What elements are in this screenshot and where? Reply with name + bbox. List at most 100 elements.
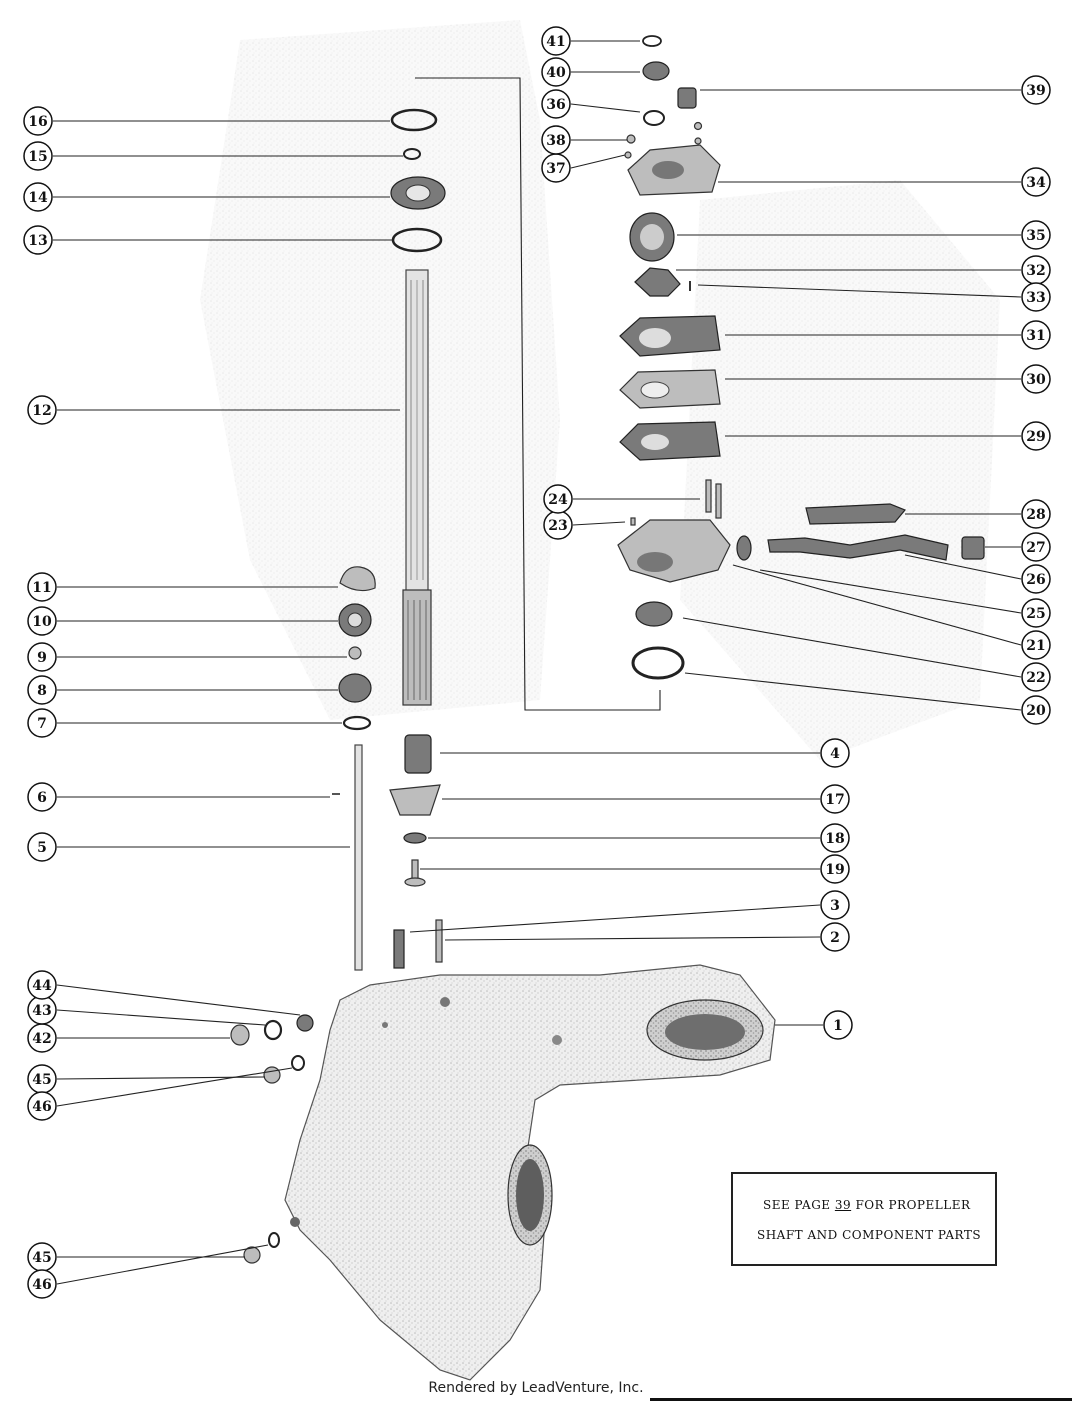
callout-number-6: 6 <box>37 790 47 806</box>
callout-number-27: 27 <box>1026 540 1045 556</box>
leader-line-36 <box>570 103 641 113</box>
callout-15: 15 <box>23 141 53 171</box>
callout-31: 31 <box>1021 320 1051 350</box>
callout-10: 10 <box>27 606 57 636</box>
callout-number-43: 43 <box>32 1003 51 1019</box>
leader-line-23 <box>572 521 626 526</box>
callout-circle-26 <box>1021 564 1051 594</box>
callout-number-45b: 45 <box>32 1250 51 1266</box>
callout-number-4: 4 <box>830 746 840 762</box>
drive-shaft <box>402 269 432 706</box>
callout-34: 34 <box>1021 167 1051 197</box>
shift-components <box>338 566 376 731</box>
callout-circle-12 <box>27 395 57 425</box>
leader-line-45 <box>56 1076 266 1080</box>
leader-line-33 <box>697 284 1022 298</box>
callout-36: 36 <box>541 89 571 119</box>
callout-41: 41 <box>541 26 571 56</box>
callout-number-10: 10 <box>32 614 52 630</box>
callout-circle-20 <box>1021 695 1051 725</box>
callout-30: 30 <box>1021 364 1051 394</box>
callout-3: 3 <box>820 890 850 920</box>
callout-number-35: 35 <box>1026 228 1045 244</box>
leader-line-44 <box>56 984 301 1016</box>
callout-number-33: 33 <box>1026 290 1045 306</box>
callout-number-18: 18 <box>825 831 844 847</box>
leader-line-2 <box>444 936 821 941</box>
callout-circle-6 <box>27 782 57 812</box>
callout-circle-9 <box>27 642 57 672</box>
callout-9: 9 <box>27 642 57 672</box>
callout-circle-16 <box>23 106 53 136</box>
callout-circle-35 <box>1021 220 1051 250</box>
callout-number-14: 14 <box>28 190 48 206</box>
callout-number-19: 19 <box>825 862 844 878</box>
leader-line-43 <box>56 1009 266 1026</box>
callout-circle-31 <box>1021 320 1051 350</box>
callout-layer: 1234567891011121314151617181920212223242… <box>23 26 1051 1299</box>
callout-39: 39 <box>1021 75 1051 105</box>
leader-line-25 <box>759 569 1022 614</box>
callout-number-26: 26 <box>1026 572 1045 588</box>
callout-number-37: 37 <box>546 161 565 177</box>
callout-number-44: 44 <box>32 978 52 994</box>
callout-circle-46b <box>27 1269 57 1299</box>
callout-1: 1 <box>823 1010 853 1040</box>
callout-number-42: 42 <box>32 1031 51 1047</box>
callout-circle-5 <box>27 832 57 862</box>
callout-14: 14 <box>23 182 53 212</box>
callout-circle-29 <box>1021 421 1051 451</box>
callout-number-46b: 46 <box>32 1277 51 1293</box>
callout-number-29: 29 <box>1026 429 1045 445</box>
callout-42: 42 <box>27 1023 57 1053</box>
upper-bearing-parts <box>390 108 446 253</box>
callout-number-36: 36 <box>546 97 565 113</box>
callout-circle-14 <box>23 182 53 212</box>
callout-35: 35 <box>1021 220 1051 250</box>
callout-circle-30 <box>1021 364 1051 394</box>
callout-number-25: 25 <box>1026 606 1045 622</box>
leader-line-3 <box>409 904 821 933</box>
callout-circle-27 <box>1021 532 1051 562</box>
callout-38: 38 <box>541 125 571 155</box>
callout-circle-34 <box>1021 167 1051 197</box>
callout-17: 17 <box>820 784 850 814</box>
callout-circle-28 <box>1021 499 1051 529</box>
callout-43: 43 <box>27 995 57 1025</box>
callout-number-9: 9 <box>37 650 47 666</box>
callout-5: 5 <box>27 832 57 862</box>
note-line-2: SHAFT AND COMPONENT PARTS <box>757 1228 982 1242</box>
callout-13: 13 <box>23 225 53 255</box>
callout-circle-10 <box>27 606 57 636</box>
callout-27: 27 <box>1021 532 1051 562</box>
callout-29: 29 <box>1021 421 1051 451</box>
callout-circle-17 <box>820 784 850 814</box>
callout-circle-40 <box>541 57 571 87</box>
pinion-gear-parts <box>332 734 443 969</box>
gearcase-housing <box>284 964 776 1381</box>
callout-40: 40 <box>541 57 571 87</box>
callout-4: 4 <box>820 738 850 768</box>
callout-number-8: 8 <box>37 683 47 699</box>
note-line-1: SEE PAGE 39 FOR PROPELLER <box>763 1198 970 1212</box>
shift-shaft <box>354 744 363 971</box>
callout-number-13: 13 <box>28 233 47 249</box>
callout-37: 37 <box>541 153 571 183</box>
callout-circle-4 <box>820 738 850 768</box>
leader-line-46b <box>56 1244 269 1285</box>
callout-number-41: 41 <box>546 34 565 50</box>
leader-line-20 <box>684 672 1022 711</box>
callout-44: 44 <box>27 970 57 1000</box>
callout-18: 18 <box>820 823 850 853</box>
callout-45b: 45 <box>27 1242 57 1272</box>
callout-6: 6 <box>27 782 57 812</box>
callout-circle-18 <box>820 823 850 853</box>
callout-25: 25 <box>1021 598 1051 628</box>
callout-circle-36 <box>541 89 571 119</box>
callout-21: 21 <box>1021 630 1051 660</box>
note-prefix: SEE PAGE <box>763 1198 835 1212</box>
note-box: SEE PAGE 39 FOR PROPELLER SHAFT AND COMP… <box>731 1172 997 1266</box>
callout-circle-11 <box>27 572 57 602</box>
callout-circle-1 <box>823 1010 853 1040</box>
